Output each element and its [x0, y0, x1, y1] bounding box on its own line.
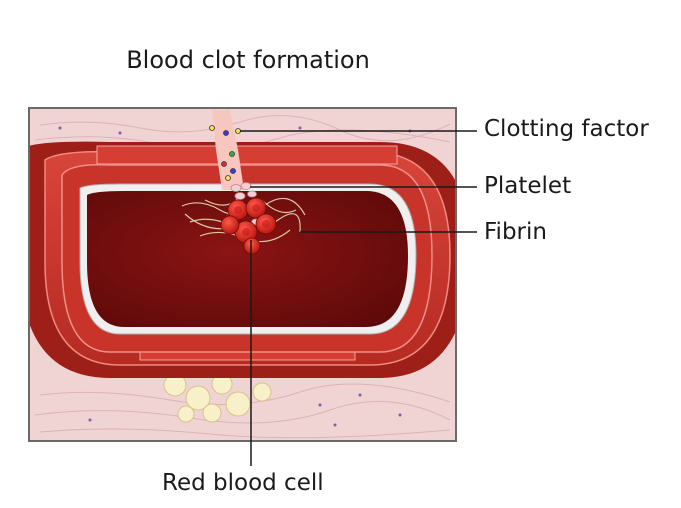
label-red-blood-cell: Red blood cell [162, 470, 324, 496]
label-platelet: Platelet [484, 173, 572, 199]
wall-band-top [96, 145, 398, 165]
label-clotting-factor: Clotting factor [484, 116, 649, 142]
label-fibrin: Fibrin [484, 219, 547, 245]
vessel-lumen [87, 191, 408, 327]
clotting-factor-particles [209, 125, 241, 181]
leader-lines [240, 130, 477, 466]
rbc-highlights [234, 204, 270, 236]
wall-injury [212, 110, 244, 190]
diagram-title: Blood clot formation [126, 46, 370, 74]
fat-cells [163, 373, 272, 423]
